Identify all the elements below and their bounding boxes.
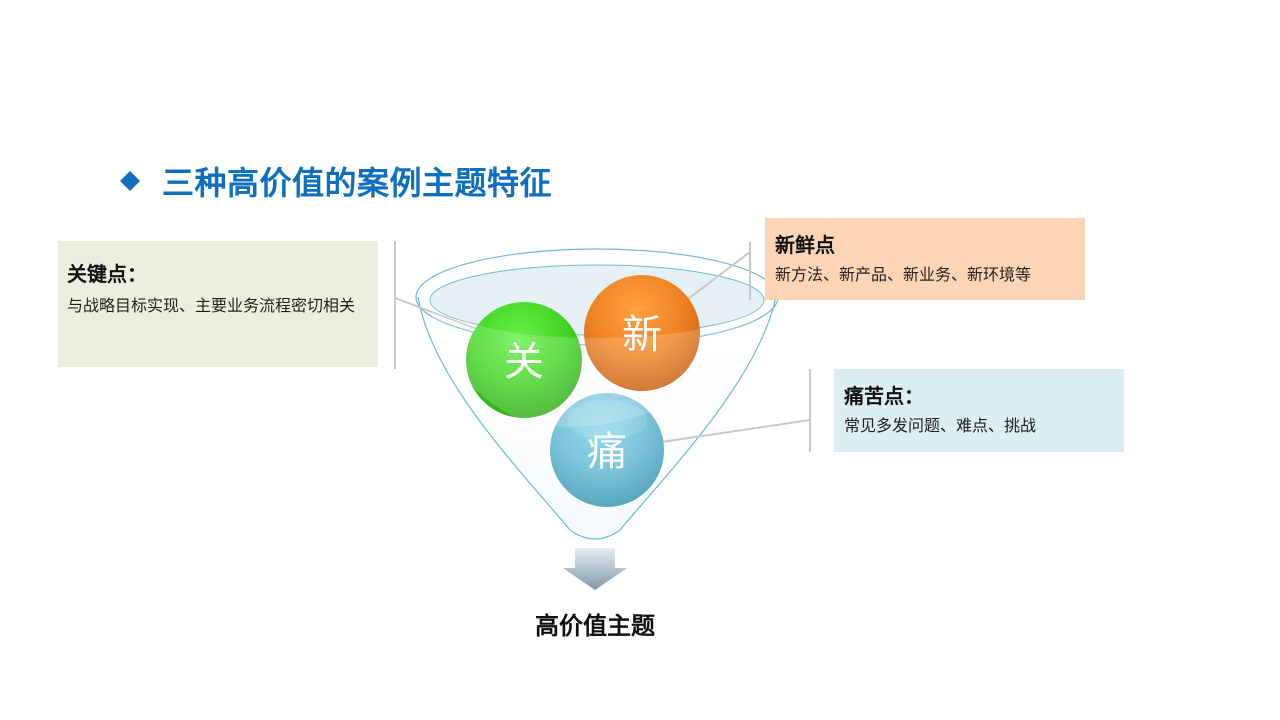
key-points-box: 关键点： 与战略目标实现、主要业务流程密切相关 (58, 241, 378, 367)
pain-points-description: 常见多发问题、难点、挑战 (844, 416, 1037, 435)
novelty-description: 新方法、新产品、新业务、新环境等 (775, 265, 1032, 284)
arrow-down-icon (563, 548, 627, 590)
key-points-heading: 关键点： (67, 262, 147, 286)
key-points-description: 与战略目标实现、主要业务流程密切相关 (67, 296, 356, 315)
pain-points-heading: 痛苦点： (844, 384, 924, 408)
funnel-output-label: 高价值主题 (535, 612, 655, 640)
circle-new-label: 新 (622, 312, 662, 358)
funnel-glass-overlay (430, 300, 764, 427)
circle-key-label: 关 (504, 339, 544, 385)
novelty-box: 新鲜点 新方法、新产品、新业务、新环境等 (765, 218, 1085, 300)
pain-points-box: 痛苦点： 常见多发问题、难点、挑战 (834, 369, 1124, 452)
connector-lines (394, 241, 811, 452)
page-title-text: 三种高价值的案例主题特征 (162, 164, 553, 202)
page-title: 三种高价值的案例主题特征 (116, 158, 552, 204)
circle-new (584, 275, 700, 391)
circle-pain (550, 393, 664, 507)
novelty-heading: 新鲜点 (775, 233, 835, 257)
diamond-icon (120, 171, 140, 191)
circle-pain-label: 痛 (587, 429, 627, 475)
circle-key (466, 302, 582, 418)
